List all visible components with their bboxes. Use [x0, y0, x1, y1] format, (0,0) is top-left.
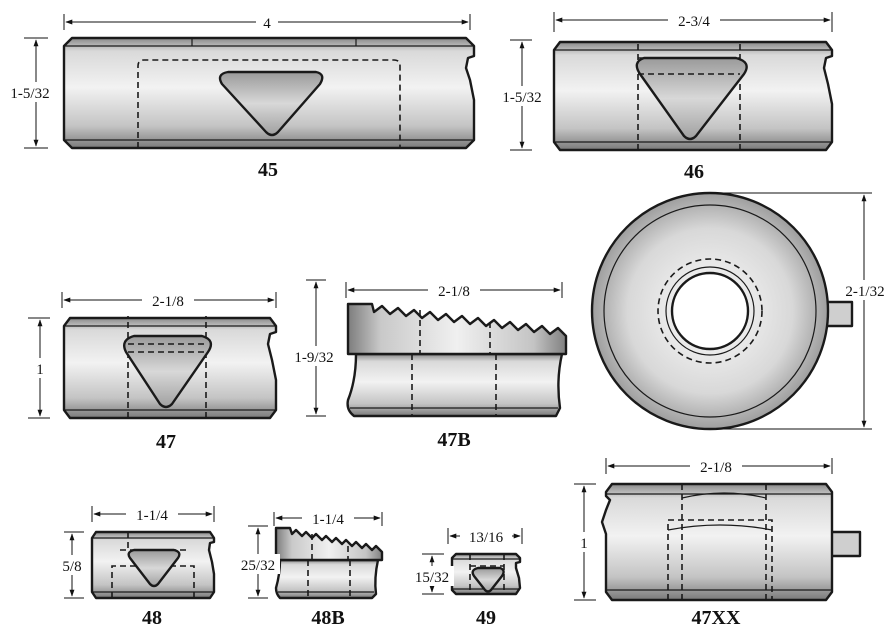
- die-45-width-dim: 4: [263, 16, 271, 32]
- die-47XX: 2-1/8 1 47XX: [574, 456, 862, 629]
- die-47B-height-dim: 1-9/32: [294, 350, 333, 366]
- die-46-triangle-cavity: [635, 56, 748, 141]
- die-47XX-width-dim: 2-1/8: [700, 460, 732, 476]
- die-46-model-label: 46: [684, 161, 704, 183]
- die-48B: 1-1/4 25/32 48B: [236, 508, 384, 629]
- die-46-height-dim: 1-5/32: [502, 90, 541, 106]
- die-49-height-dim: 15/32: [415, 570, 449, 586]
- die-49-triangle-cavity: [471, 566, 505, 593]
- die-46: 2-3/4 1-5/32 46: [494, 10, 834, 183]
- die-48B-height-dim: 25/32: [241, 558, 275, 574]
- die-round-key-tab: [824, 300, 854, 328]
- die-round-top-view: 2-1/32: [590, 191, 894, 431]
- die-46-width-dim: 2-3/4: [678, 14, 710, 30]
- die-48B-serrated-top: [274, 526, 384, 562]
- die-round-diameter-dim: 2-1/32: [845, 284, 884, 300]
- die-47B-width-dim: 2-1/8: [438, 284, 470, 300]
- die-48B-width-dim: 1-1/4: [312, 512, 344, 528]
- die-47XX-model-label: 47XX: [692, 607, 741, 629]
- die-49-width-dim: 13/16: [469, 530, 504, 546]
- die-48-model-label: 48: [142, 607, 162, 629]
- die-47XX-body: [600, 482, 834, 602]
- die-47XX-height-dim: 1: [580, 536, 588, 552]
- die-45-hidden-bore: [137, 59, 401, 148]
- die-47B-body: [346, 352, 564, 418]
- die-45-triangle-cavity: [218, 70, 324, 137]
- die-47XX-key-tab: [828, 530, 862, 558]
- die-47-model-label: 47: [156, 431, 176, 453]
- die-47-triangle-cavity: [123, 334, 213, 409]
- die-49-model-label: 49: [476, 607, 496, 629]
- die-48-triangle-cavity: [127, 548, 181, 588]
- die-47B-serrated-top: [346, 302, 568, 356]
- die-45: 4 1-5/32 45: [0, 12, 476, 181]
- die-round-center-hole: [670, 271, 750, 351]
- die-48: 1-1/4 5/8 48: [58, 504, 216, 629]
- die-45-model-label: 45: [258, 159, 278, 181]
- die-48-width-dim: 1-1/4: [136, 508, 168, 524]
- die-47-width-dim: 2-1/8: [152, 294, 184, 310]
- die-45-height-dim: 1-5/32: [10, 86, 49, 102]
- die-round-hidden-bore: [657, 258, 763, 364]
- die-47B: 2-1/8 1-9/32 47B: [284, 279, 568, 451]
- die-47: 2-1/8 1 47: [28, 290, 278, 453]
- die-47-height-dim: 1: [36, 362, 44, 378]
- die-49: 13/16 15/32 49: [410, 526, 523, 629]
- die-48B-body: [274, 558, 380, 600]
- die-48B-model-label: 48B: [311, 607, 344, 629]
- die-48-height-dim: 5/8: [62, 559, 81, 575]
- die-47B-model-label: 47B: [437, 429, 470, 451]
